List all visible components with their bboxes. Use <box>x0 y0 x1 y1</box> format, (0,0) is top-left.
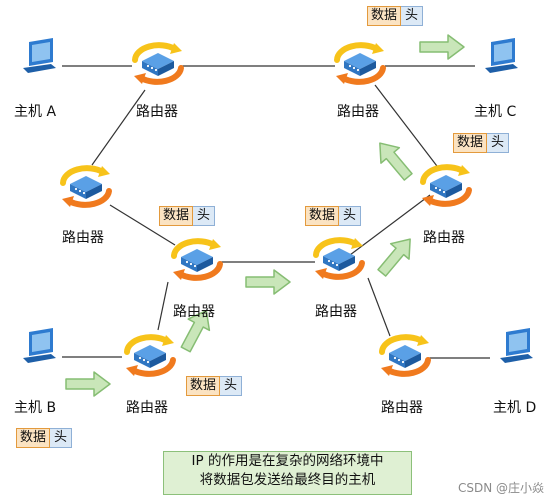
packet-tag-6: 数据头 <box>16 428 73 448</box>
flow-arrows <box>65 34 465 397</box>
packet-data-label: 数据 <box>159 206 194 226</box>
host-d-label: 主机 D <box>493 400 537 416</box>
router-label-4: 路由器 <box>423 230 465 246</box>
packet-tag-1: 数据头 <box>367 6 424 26</box>
router-label-6: 路由器 <box>315 304 357 320</box>
ip-role-note: IP 的作用是在复杂的网络环境中 将数据包发送给最终目的主机 <box>163 451 412 495</box>
router-icon-1 <box>134 43 182 84</box>
arrow-hostb-r7 <box>65 371 111 397</box>
link-r1-r3 <box>91 89 146 166</box>
packet-data-label: 数据 <box>305 206 340 226</box>
note-line-2: 将数据包发送给最终目的主机 <box>199 472 376 488</box>
host-c-label: 主机 C <box>474 104 517 120</box>
packet-header-label: 头 <box>339 206 362 226</box>
link-r3-r5 <box>109 204 176 246</box>
packet-header-label: 头 <box>193 206 216 226</box>
watermark: CSDN @庄小焱 <box>457 481 544 495</box>
router-icon-7 <box>126 335 174 376</box>
link-r6-r4 <box>349 194 431 256</box>
packet-data-label: 数据 <box>453 133 488 153</box>
router-label-1: 路由器 <box>136 104 178 120</box>
router-label-5: 路由器 <box>173 304 215 320</box>
packet-tag-3: 数据头 <box>159 206 216 226</box>
arrow-r2-hostc <box>419 34 465 60</box>
packet-data-label: 数据 <box>186 376 221 396</box>
packet-header-label: 头 <box>487 133 510 153</box>
router-icon-5 <box>173 239 221 280</box>
router-icon-3 <box>62 166 110 207</box>
packet-data-label: 数据 <box>367 6 402 26</box>
host-b-label: 主机 B <box>14 400 57 416</box>
router-label-7: 路由器 <box>126 400 168 416</box>
host-a-label: 主机 A <box>14 104 57 120</box>
arrow-r5-r6 <box>245 269 291 295</box>
link-r6-r8 <box>367 277 391 337</box>
router-icon-4 <box>422 165 470 206</box>
host-b-icon <box>23 328 56 363</box>
link-r2-r4 <box>374 84 441 171</box>
host-a-icon <box>23 38 56 73</box>
arrow-r4-r2 <box>379 142 413 181</box>
packet-tag-4: 数据头 <box>305 206 362 226</box>
router-label-2: 路由器 <box>337 104 379 120</box>
router-icon-8 <box>381 335 429 376</box>
host-c-icon <box>485 38 518 73</box>
router-label-3: 路由器 <box>62 230 104 246</box>
router-icon-6 <box>315 238 363 279</box>
note-line-1: IP 的作用是在复杂的网络环境中 <box>191 453 384 469</box>
packet-tag-5: 数据头 <box>186 376 243 396</box>
link-r5-r7 <box>157 281 169 331</box>
packet-header-label: 头 <box>220 376 243 396</box>
packet-data-label: 数据 <box>16 428 51 448</box>
links <box>62 65 490 359</box>
router-icon-2 <box>336 43 384 84</box>
host-d-icon <box>500 328 533 363</box>
router-label-8: 路由器 <box>381 400 423 416</box>
arrow-r7-r5 <box>180 309 211 353</box>
arrow-r6-r4 <box>377 238 411 277</box>
packet-header-label: 头 <box>50 428 73 448</box>
packet-header-label: 头 <box>401 6 424 26</box>
packet-tag-2: 数据头 <box>453 133 510 153</box>
